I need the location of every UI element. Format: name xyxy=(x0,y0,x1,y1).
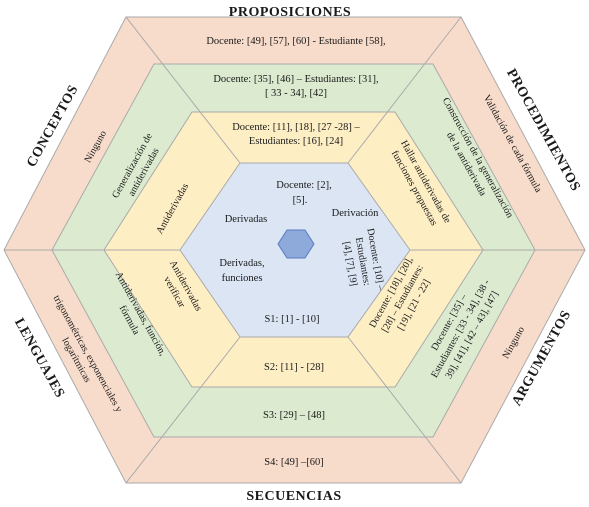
ring1-lower-left-label-line1: Derivadas, xyxy=(219,258,264,269)
ring1-bottom-label: S1: [1] - [10] xyxy=(264,314,319,325)
ring4-top-label: Docente: [49], [57], [60] - Estudiante [… xyxy=(206,36,385,47)
ring2-bottom-label: S2: [11] - [28] xyxy=(264,362,324,373)
ring2-top-label-line2: Estudiantes: [16], [24] xyxy=(249,136,343,147)
ring1-upper-left-label: Derivadas xyxy=(225,214,268,225)
title-secuencias: SECUENCIAS xyxy=(246,489,341,504)
ring1-upper-right-label: Derivación xyxy=(332,208,379,219)
ring3-top-label-line2: [ 33 - 34], [42] xyxy=(265,88,327,99)
spokes xyxy=(4,16,585,484)
ring1-lower-left-label-line2: funciones xyxy=(222,273,263,284)
ring1-top-label-line1: Docente: [2], xyxy=(276,180,331,191)
ring3-top-label-line1: Docente: [35], [46] – Estudiantes: [31], xyxy=(213,74,378,85)
title-proposiciones: PROPOSICIONES xyxy=(229,5,351,20)
ring3-bottom-label: S3: [29] – [48] xyxy=(263,410,325,421)
ring4-bottom-label: S4: [49] –[60] xyxy=(264,457,324,468)
ring2-top-label-line1: Docente: [11], [18], [27 -28] – xyxy=(232,122,360,133)
center-hexagon xyxy=(277,229,315,259)
ring1-top-label-line2: [5]. xyxy=(293,195,308,206)
